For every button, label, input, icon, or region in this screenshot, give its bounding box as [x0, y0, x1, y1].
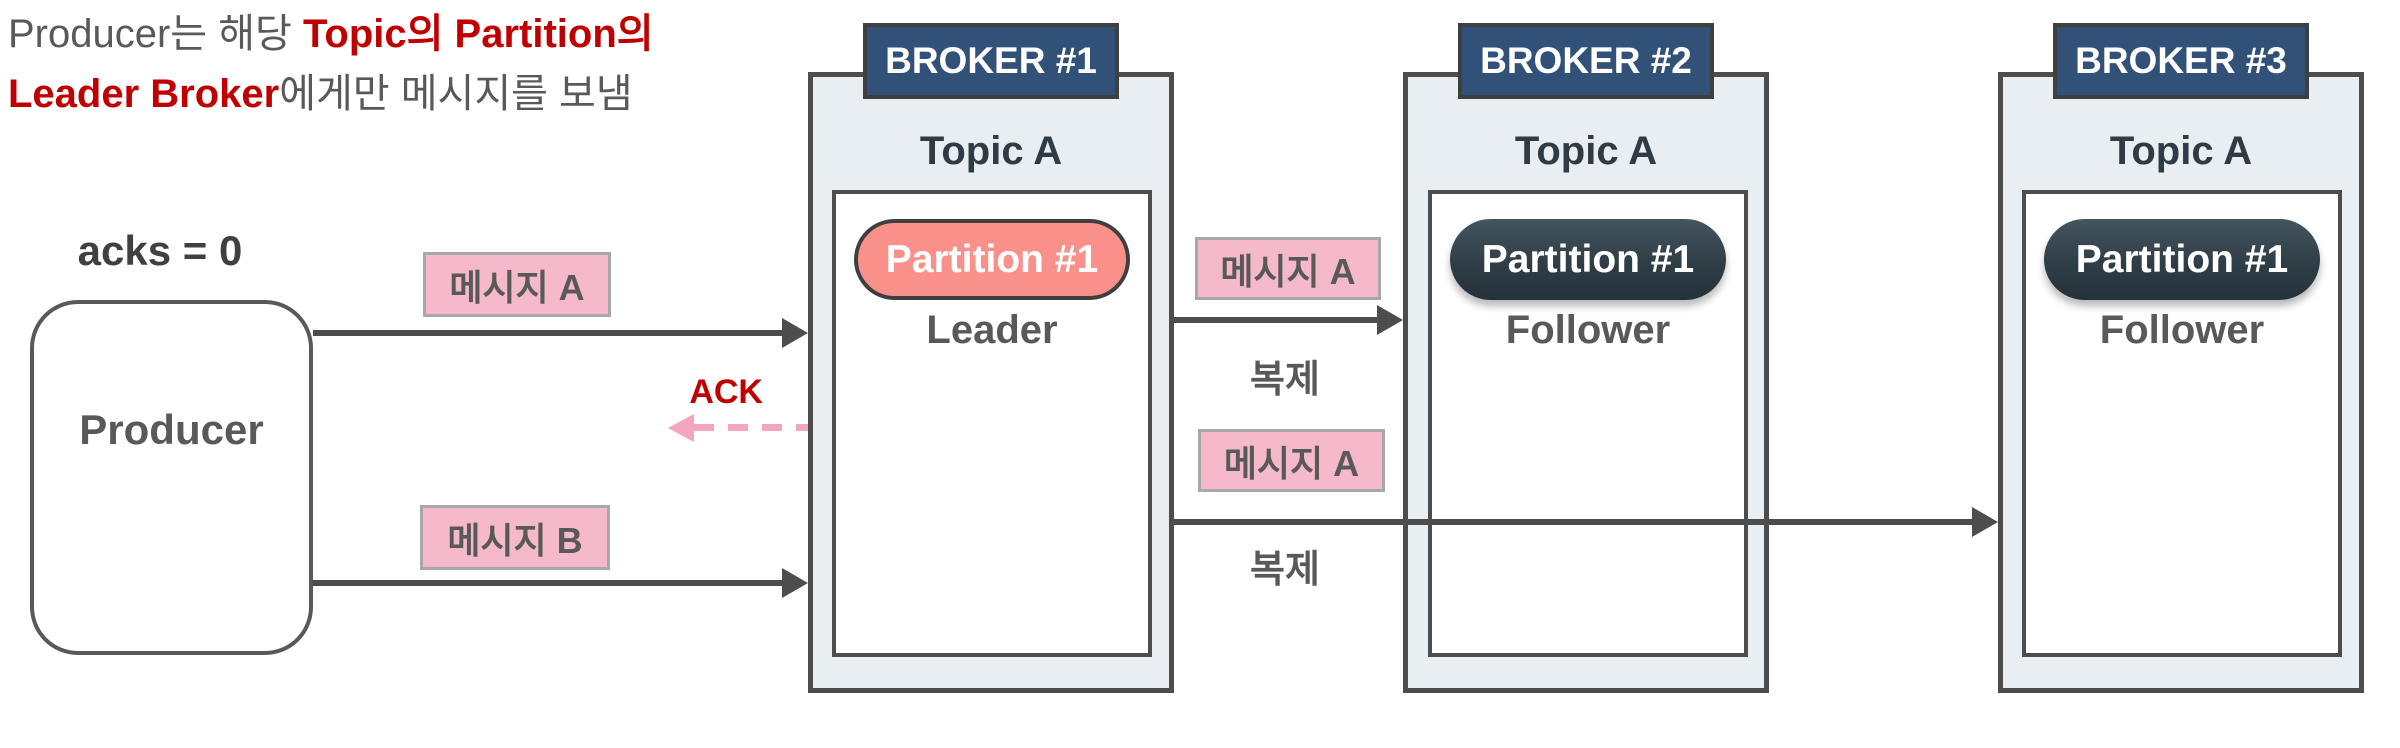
replication-arrow-1-head-icon	[1377, 305, 1403, 335]
message-b-arrow-line	[313, 580, 784, 586]
badge-message-b: 메시지 B	[420, 505, 610, 570]
note-producer-rule: Producer는 해당 Topic의 Partition의 Leader Br…	[8, 4, 768, 124]
broker-1-partition-pill: Partition #1	[854, 219, 1130, 300]
message-a-arrowhead-icon	[782, 318, 808, 348]
producer-box	[30, 300, 313, 655]
message-a-arrow-line	[313, 330, 784, 336]
note-line1-gray: Producer는 해당	[8, 12, 303, 56]
badge-message-a-1: 메시지 A	[423, 252, 611, 317]
note-line2-red: Leader Broker	[8, 72, 280, 116]
badge-message-a-3: 메시지 A	[1198, 429, 1385, 492]
badge-message-a-2: 메시지 A	[1195, 237, 1381, 300]
replication-label-2: 복제	[1250, 548, 1320, 591]
producer-label: Producer	[79, 406, 264, 453]
broker-1-header: BROKER #1	[863, 23, 1119, 99]
ack-dashed-line	[694, 424, 808, 431]
broker-3-partition-pill: Partition #1	[2044, 219, 2320, 300]
broker-1-role-label: Leader	[926, 307, 1058, 352]
broker-3-role-label: Follower	[2099, 307, 2265, 352]
replication-arrow-1-line	[1173, 317, 1379, 323]
broker-3-topic-label: Topic A	[2109, 128, 2253, 173]
message-b-arrowhead-icon	[782, 568, 808, 598]
broker-2-partition-pill: Partition #1	[1450, 219, 1726, 300]
broker-2-role-label: Follower	[1505, 307, 1671, 352]
ack-arrowhead-icon	[668, 414, 694, 442]
broker-3-header: BROKER #3	[2053, 23, 2309, 99]
note-line1-red: Topic의 Partition의	[302, 12, 654, 56]
note-line2-gray: 에게만 메시지를 보냄	[279, 72, 633, 116]
broker-1-topic-label: Topic A	[919, 128, 1063, 173]
broker-2-header: BROKER #2	[1458, 23, 1714, 99]
broker-2-topic-label: Topic A	[1514, 128, 1658, 173]
replication-arrow-2-head-icon	[1972, 507, 1998, 537]
replication-label-1: 복제	[1250, 358, 1320, 401]
acks-label: acks = 0	[77, 227, 243, 274]
ack-label: ACK	[689, 372, 763, 411]
replication-arrow-2-line	[1173, 519, 1974, 525]
